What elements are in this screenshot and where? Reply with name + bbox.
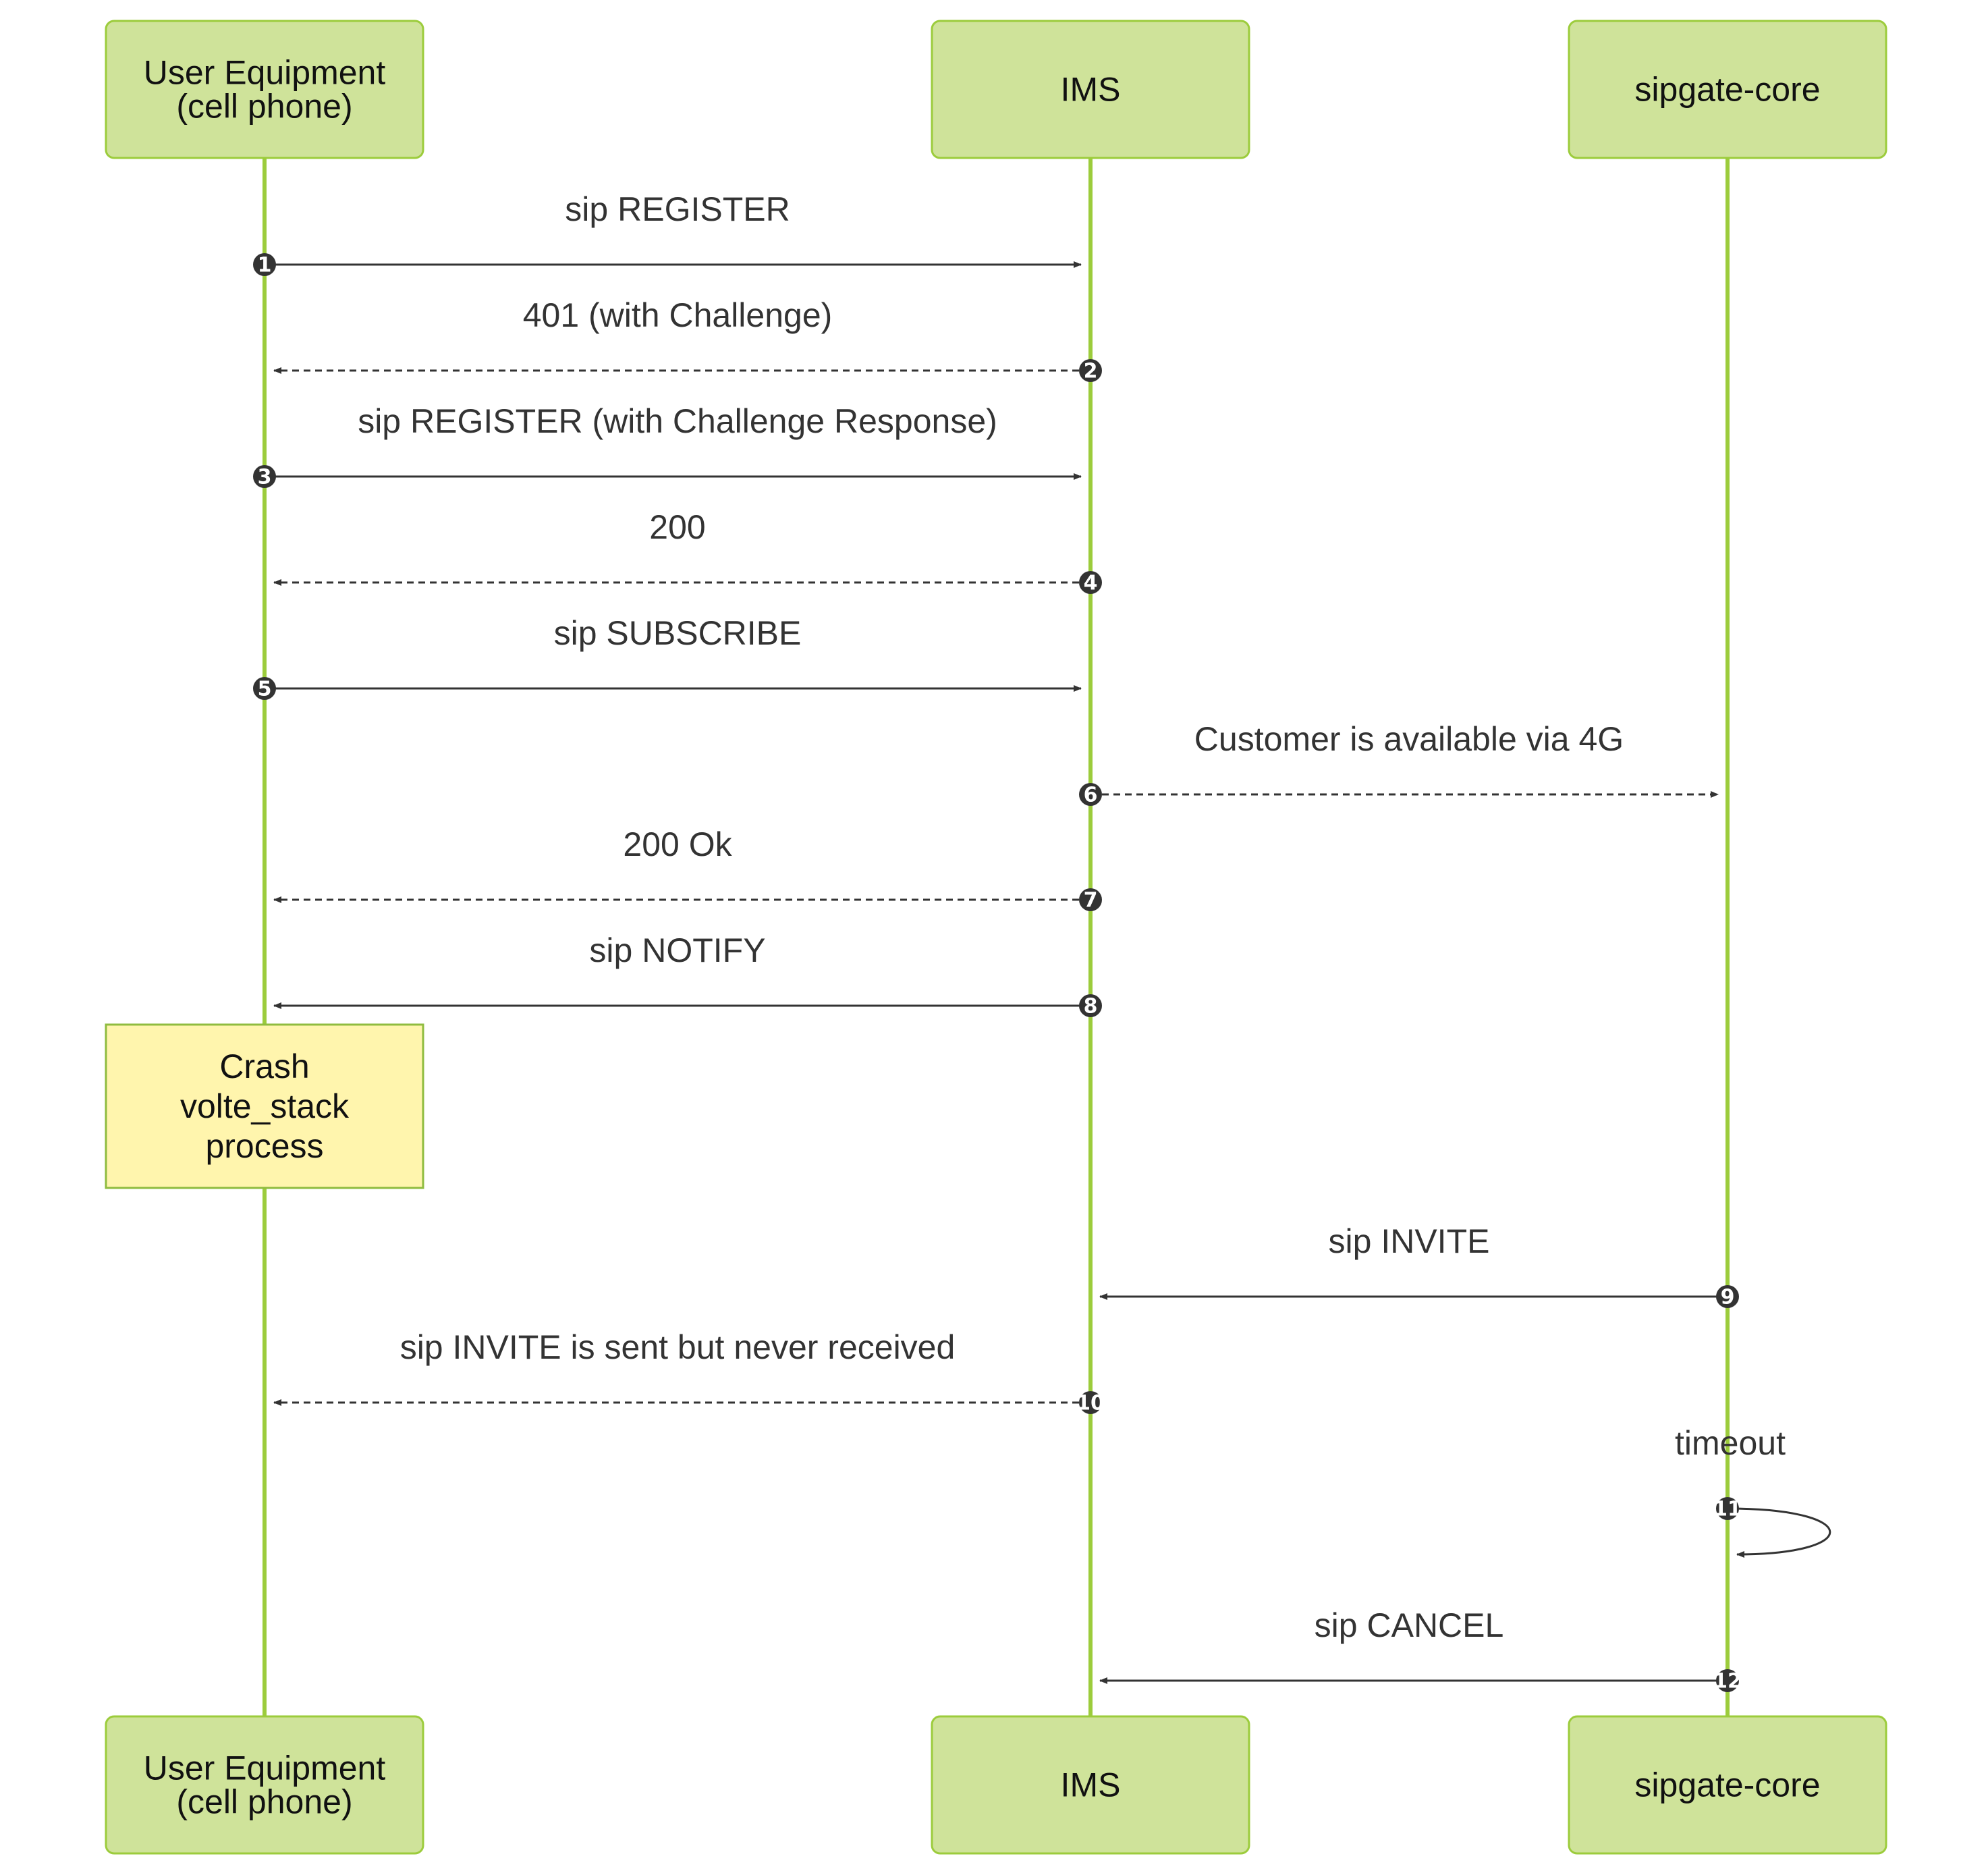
sequence-number: 3: [253, 465, 276, 489]
actors-top: User Equipment(cell phone) IMS sipgate-cor…: [105, 20, 1887, 159]
sequence-dot: [1079, 888, 1102, 911]
sequence-number: 7: [1079, 888, 1102, 913]
sequence-number: 1: [253, 253, 276, 277]
actor-label: (cell phone): [176, 1783, 352, 1821]
message-6: Customer is available via 4G 6: [1079, 720, 1719, 807]
actor-label: User Equipment: [144, 54, 386, 92]
sequence-dot: [1716, 1285, 1739, 1308]
actor-box: [931, 20, 1250, 159]
message-12: sip CANCEL 12: [1099, 1606, 1742, 1693]
message-label: sip NOTIFY: [589, 931, 765, 969]
message-2: 401 (with Challenge) 2: [273, 296, 1102, 383]
message-label: sip CANCEL: [1315, 1606, 1504, 1644]
message-3: sip REGISTER (with Challenge Response) 3: [253, 402, 1082, 489]
sequence-label: 1: [258, 254, 272, 277]
message-label: sip REGISTER: [565, 190, 790, 228]
sequence-number: 8: [1079, 994, 1102, 1019]
message-label: sip REGISTER (with Challenge Response): [358, 402, 997, 440]
actor-label: IMS: [1061, 1766, 1121, 1804]
actor-box: [105, 1715, 424, 1855]
message-arrow: [1727, 1507, 1831, 1558]
sequence-dot: [253, 253, 276, 276]
message-10: sip INVITE is sent but never received 10: [273, 1328, 1105, 1415]
message-8: sip NOTIFY 8: [273, 931, 1102, 1019]
lifelines: [263, 158, 1730, 1716]
message-11: timeout 11: [1675, 1424, 1831, 1558]
sequence-label: 8: [1084, 995, 1098, 1019]
sequence-number: 6: [1079, 783, 1102, 807]
sequence-dot: [1716, 1669, 1739, 1692]
actor-label: (cell phone): [176, 88, 352, 126]
actor-ims-top: IMS: [931, 20, 1250, 159]
sequence-number: 2: [1079, 359, 1102, 383]
sequence-label: 3: [258, 466, 272, 489]
message-label: Customer is available via 4G: [1194, 720, 1624, 758]
actor-label: User Equipment: [144, 1749, 386, 1787]
actor-box: [1568, 1715, 1887, 1855]
sequence-dot: [1079, 783, 1102, 806]
actor-box: [931, 1715, 1250, 1855]
sequence-label: 10: [1076, 1392, 1105, 1415]
sequence-label: 6: [1084, 784, 1098, 807]
sequence-number: 5: [253, 677, 276, 701]
message-label: sip INVITE: [1329, 1222, 1490, 1260]
note-box: [105, 1023, 424, 1189]
sequence-number: 11: [1713, 1497, 1742, 1521]
sequence-number: 9: [1716, 1285, 1739, 1309]
actor-label: IMS: [1061, 71, 1121, 109]
sequence-dot: [1079, 359, 1102, 382]
message-label: sip INVITE is sent but never received: [400, 1328, 956, 1366]
actors-bottom: User Equipment(cell phone) IMS sipgate-cor…: [105, 1715, 1887, 1855]
actor-ue-bottom: User Equipment(cell phone): [105, 1715, 424, 1855]
note-label: Crash: [219, 1048, 309, 1085]
actor-core-bottom: sipgate-core: [1568, 1715, 1887, 1855]
sequence-label: 7: [1084, 889, 1098, 913]
actor-ue-top: User Equipment(cell phone): [105, 20, 424, 159]
note-label: process: [205, 1127, 323, 1165]
sequence-label: 9: [1721, 1286, 1735, 1309]
message-label: 200: [649, 508, 705, 546]
sequence-label: 12: [1713, 1670, 1742, 1693]
sequence-dot: [1716, 1497, 1739, 1520]
message-label: sip SUBSCRIBE: [554, 614, 802, 652]
sequence-label: 11: [1713, 1498, 1742, 1521]
actor-ims-bottom: IMS: [931, 1715, 1250, 1855]
sequence-label: 5: [258, 678, 272, 701]
actor-box: [105, 20, 424, 159]
actor-box: [1568, 20, 1887, 159]
actor-label: sipgate-core: [1634, 71, 1820, 109]
sequence-number: 12: [1713, 1669, 1742, 1693]
sequence-dot: [1079, 571, 1102, 594]
sequence-dot: [253, 677, 276, 700]
message-label: timeout: [1675, 1424, 1786, 1462]
message-7: 200 Ok 7: [273, 825, 1102, 913]
sequence-label: 4: [1084, 572, 1098, 595]
message-5: sip SUBSCRIBE 5: [253, 614, 1082, 701]
message-label: 401 (with Challenge): [523, 296, 833, 334]
note-label: volte_stack: [180, 1087, 350, 1125]
sequence-number: 4: [1079, 571, 1102, 595]
actor-core-top: sipgate-core: [1568, 20, 1887, 159]
sequence-label: 2: [1084, 360, 1098, 383]
sequence-dot: [1079, 1391, 1102, 1414]
sequence-dot: [253, 465, 276, 488]
message-1: sip REGISTER 1: [253, 190, 1082, 277]
sequence-number: 10: [1076, 1391, 1105, 1415]
actor-label: sipgate-core: [1634, 1766, 1820, 1804]
message-9: sip INVITE 9: [1099, 1222, 1739, 1309]
message-label: 200 Ok: [623, 825, 732, 863]
sequence-dot: [1079, 994, 1102, 1017]
